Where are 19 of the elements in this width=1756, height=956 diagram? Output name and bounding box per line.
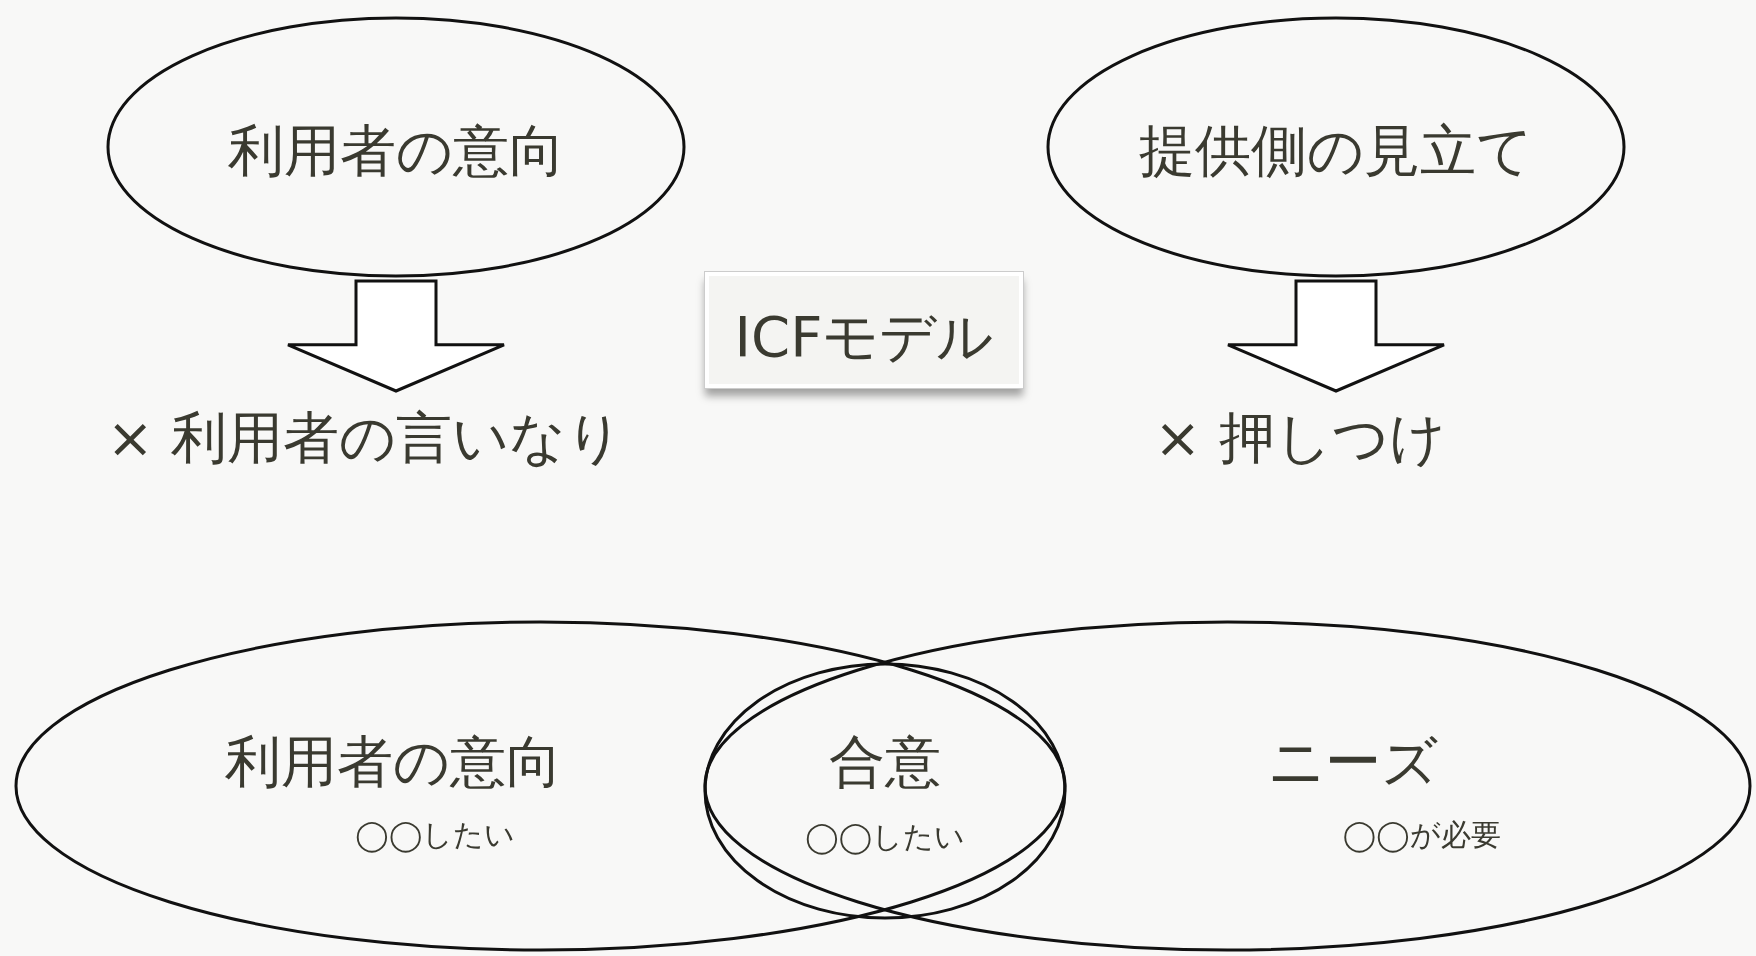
- block-arrow: [1226, 279, 1446, 393]
- label-card: [705, 272, 1023, 388]
- ellipse-node: [703, 620, 1752, 952]
- node-subtext: ◯◯したい: [804, 818, 966, 857]
- node-subtext: ◯◯したい: [355, 816, 516, 855]
- node-label: ニーズ: [1268, 728, 1439, 796]
- node-label: 提供側の見立て: [1139, 117, 1533, 185]
- node-label: ICFモデル: [734, 303, 994, 371]
- ellipse-node: [14, 620, 1067, 952]
- node-label: 合意: [829, 728, 941, 796]
- node-label: × 利用者の言いなり: [106, 404, 624, 472]
- ellipse-node: [1046, 16, 1626, 278]
- node-subtext: ◯◯が必要: [1342, 816, 1501, 855]
- ellipse-node: [703, 662, 1067, 920]
- node-label: 利用者の意向: [224, 728, 562, 796]
- ellipse-node: [106, 16, 686, 278]
- node-label: 利用者の意向: [227, 117, 565, 185]
- node-label: × 押しつけ: [1154, 404, 1446, 472]
- block-arrow: [286, 279, 506, 393]
